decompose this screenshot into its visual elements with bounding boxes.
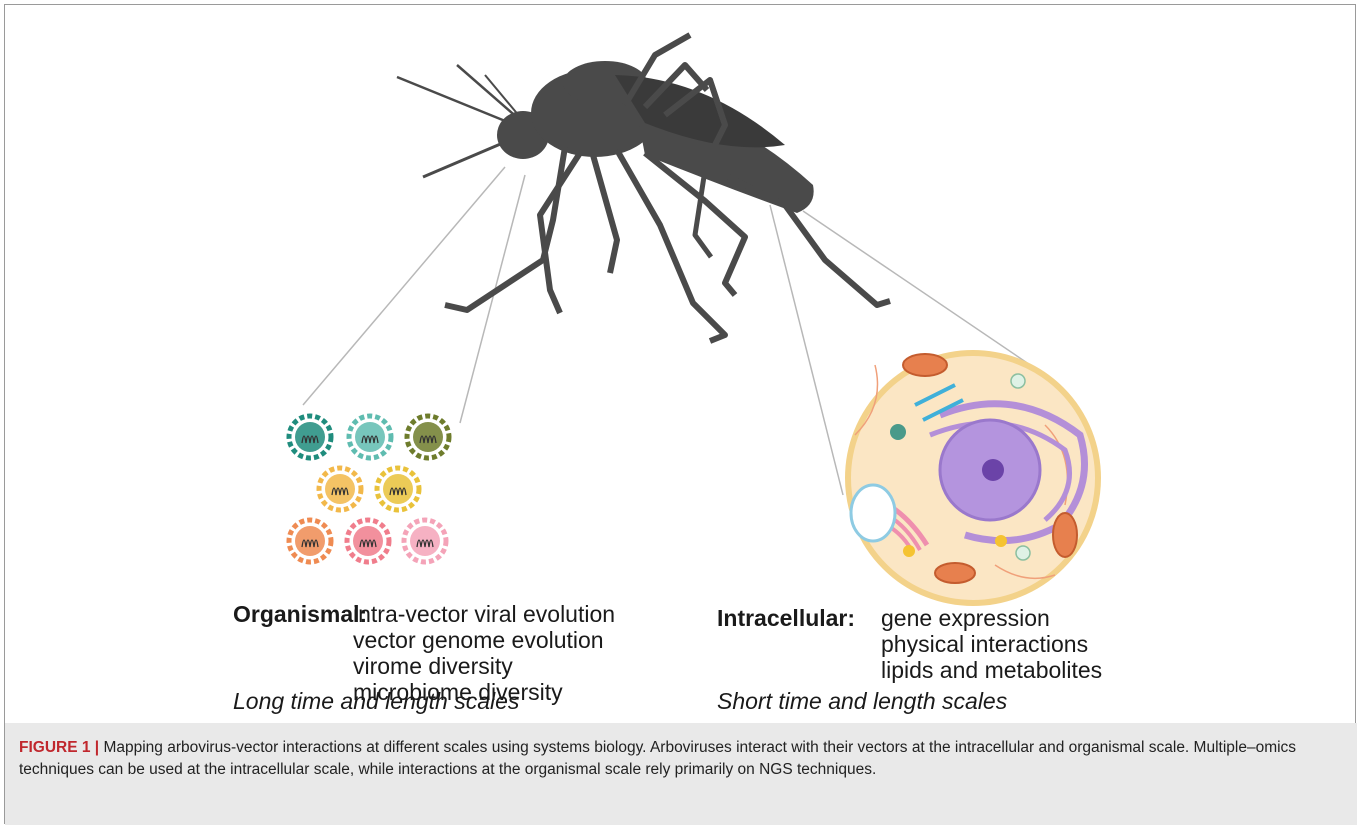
intracellular-item: physical interactions (881, 631, 1102, 657)
intracellular-scale-text: Short time and length scales (717, 688, 1007, 715)
virus-particle (407, 416, 449, 458)
intracellular-item: lipids and metabolites (881, 657, 1102, 683)
virus-particle (404, 520, 446, 562)
nucleolus (982, 459, 1004, 481)
caption-text: Mapping arbovirus-vector interactions at… (19, 739, 1296, 778)
cell-illustration (848, 353, 1098, 603)
figure-illustration (5, 5, 1357, 723)
organismal-item: virome diversity (353, 653, 615, 679)
figure-caption: FIGURE 1 | Mapping arbovirus-vector inte… (5, 723, 1357, 825)
organismal-item: intra-vector viral evolution (353, 601, 615, 627)
intracellular-items: gene expression physical interactions li… (881, 605, 1102, 683)
virus-particle (319, 468, 361, 510)
intracellular-label-block: Intracellular: (717, 605, 855, 632)
virus-particle (289, 520, 331, 562)
virus-particle (349, 416, 391, 458)
organismal-heading: Organismal: (233, 601, 367, 627)
organismal-scale-text: Long time and length scales (233, 688, 519, 715)
virus-particle (289, 416, 331, 458)
caption-title: FIGURE 1 | (19, 739, 99, 756)
intracellular-item: gene expression (881, 605, 1102, 631)
virus-particle (377, 468, 419, 510)
virus-particle-grid (289, 416, 449, 562)
organismal-label-block: Organismal: (233, 601, 367, 628)
vacuole (851, 485, 895, 541)
figure-frame: Organismal: intra-vector viral evolution… (4, 4, 1356, 824)
organismal-item: vector genome evolution (353, 627, 615, 653)
mosquito-silhouette (397, 35, 890, 341)
virus-particle (347, 520, 389, 562)
intracellular-heading: Intracellular: (717, 605, 855, 631)
